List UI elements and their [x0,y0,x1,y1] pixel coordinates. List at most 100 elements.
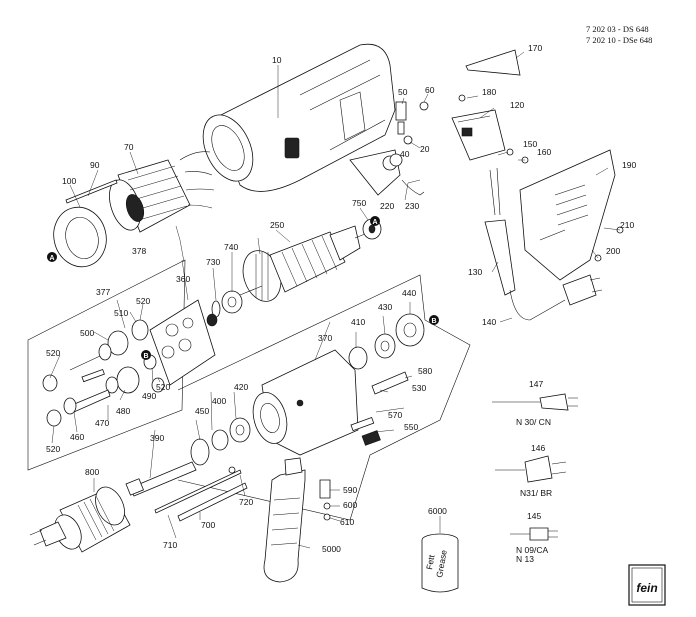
marker-a-left: A [47,252,57,262]
label-700: 700 [201,520,215,530]
label-190: 190 [622,160,636,170]
bearing-420 [229,417,251,443]
power-cable [484,167,603,321]
label-20: 20 [420,144,430,154]
brush-holder-parts [349,101,429,196]
stator-field [109,151,215,233]
label-180: 180 [482,87,496,97]
label-520-left: 520 [46,348,60,358]
svg-text:B: B [432,318,437,325]
spindle-bearings [348,313,425,446]
model-number-ds: 7 202 03 - DS 648 [586,24,649,34]
label-160: 160 [537,147,551,157]
label-60: 60 [425,85,435,95]
label-120: 120 [510,100,524,110]
spring-590 [319,479,331,499]
grease-tin: Fett Grease [421,533,459,593]
label-740: 740 [224,242,238,252]
bushing-450 [190,438,210,466]
label-220: 220 [380,201,394,211]
motor-housing [202,43,396,192]
screw-180 [458,94,466,102]
label-550: 550 [404,422,418,432]
gear-set [42,319,165,427]
grease-label-de: Fett [424,554,437,571]
label-377: 377 [96,287,110,297]
svg-text:A: A [50,255,55,262]
gear-housing-group-outline [177,274,471,521]
gear-plate [149,299,218,386]
label-580: 580 [418,366,432,376]
model-number-dse: 7 202 10 - DSe 648 [586,35,652,45]
armature [239,225,376,302]
label-n30-cn: N 30/ CN [516,417,551,427]
label-200: 200 [606,246,620,256]
label-210: 210 [620,220,634,230]
drill-chuck [29,486,131,553]
label-10: 10 [272,55,282,65]
label-130: 130 [468,267,482,277]
auxiliary-handle [263,457,306,583]
rod-700 [177,482,248,522]
svg-text:A: A [373,219,378,226]
label-480: 480 [116,406,130,416]
marker-b-left: B [141,350,151,360]
label-460: 460 [70,432,84,442]
gear-housing [252,349,359,456]
logo-text: fein [636,581,657,595]
label-520-bottom: 520 [46,444,60,454]
label-520-top: 520 [136,296,150,306]
label-145: 145 [527,511,541,521]
rod-710 [154,469,242,514]
switch-unit [451,49,521,161]
bearing-740 [221,290,243,314]
label-400: 400 [212,396,226,406]
gearbox-group-outline [27,259,186,471]
label-n31-br: N31/ BR [520,488,552,498]
screw-90 [65,179,118,204]
label-590: 590 [343,485,357,495]
marker-a-right: A [370,216,380,226]
fein-logo: fein [628,564,666,606]
label-450: 450 [195,406,209,416]
plug-146 [495,455,567,483]
drill-spindle [125,461,197,497]
part-labels: 10 20 40 50 60 70 90 100 120 130 140 150… [46,43,636,554]
label-530: 530 [412,383,426,393]
armature-ring [53,206,107,268]
label-90: 90 [90,160,100,170]
label-490: 490 [142,391,156,401]
svg-text:B: B [144,353,149,360]
label-430: 430 [378,302,392,312]
label-n09-ca: N 09/CA [516,545,548,555]
label-800: 800 [85,467,99,477]
label-520-mid: 520 [156,382,170,392]
label-360: 360 [176,274,190,284]
label-750: 750 [352,198,366,208]
label-500: 500 [80,328,94,338]
label-710: 710 [163,540,177,550]
leader-lines [49,51,621,549]
label-n13: N 13 [516,554,534,564]
label-440: 440 [402,288,416,298]
label-720: 720 [239,497,253,507]
plug-labels: 147 N 30/ CN 146 N31/ BR 145 N 09/CA N 1… [516,379,552,564]
label-50: 50 [398,87,408,97]
label-470: 470 [95,418,109,428]
label-600: 600 [343,500,357,510]
label-420: 420 [234,382,248,392]
label-100: 100 [62,176,76,186]
washer-720 [228,466,236,474]
label-250: 250 [270,220,284,230]
label-410: 410 [351,317,365,327]
ball-600 [323,502,331,510]
label-570: 570 [388,410,402,420]
grease-label-en: Grease [434,549,449,578]
label-140: 140 [482,317,496,327]
screw-150 [506,148,514,156]
label-5000: 5000 [322,544,341,554]
label-40: 40 [400,149,410,159]
label-230: 230 [405,201,419,211]
label-390: 390 [150,433,164,443]
